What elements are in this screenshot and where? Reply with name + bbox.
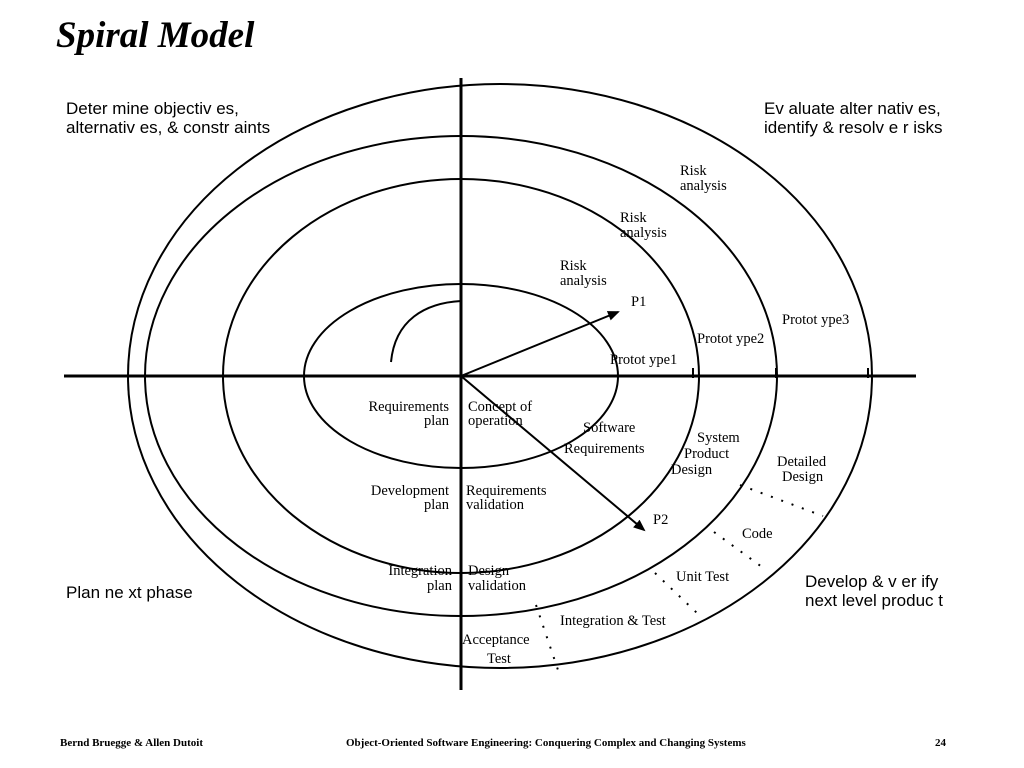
prototype1-label: Protot ype1 [610,352,677,368]
spiral-turn-4 [127,83,873,669]
spiral-turn-2 [222,178,700,574]
footer-page-number: 24 [935,737,946,749]
code-label: Code [742,526,773,542]
p1-label: P1 [631,294,646,310]
prototype2-label: Protot ype2 [697,331,764,347]
quadrant-bottom-left: Plan ne xt phase [66,583,193,602]
footer-authors: Bernd Bruegge & Allen Dutoit [60,737,203,749]
prototype3-label: Protot ype3 [782,312,849,328]
slide-title: Spiral Model [56,15,255,56]
dots-acceptance [535,604,559,671]
p2-label: P2 [653,512,668,528]
quadrant-top-left: Deter mine objectiv es, alternativ es, &… [66,99,271,137]
integration-test-label: Integration & Test [560,613,666,629]
spiral-turn-1 [303,283,619,469]
arrow-p2 [460,375,646,532]
quadrant-bottom-right: Develop & v er ify next level produc t [805,572,943,610]
dots-detailed-design [739,484,824,517]
arrow-p1 [460,311,620,377]
footer-book-title: Object-Oriented Software Engineering: Co… [346,737,746,749]
unit-test-label: Unit Test [676,569,729,585]
spiral-inner-arc [390,300,462,363]
quadrant-top-right: Ev aluate alter nativ es, identify & res… [764,99,943,137]
